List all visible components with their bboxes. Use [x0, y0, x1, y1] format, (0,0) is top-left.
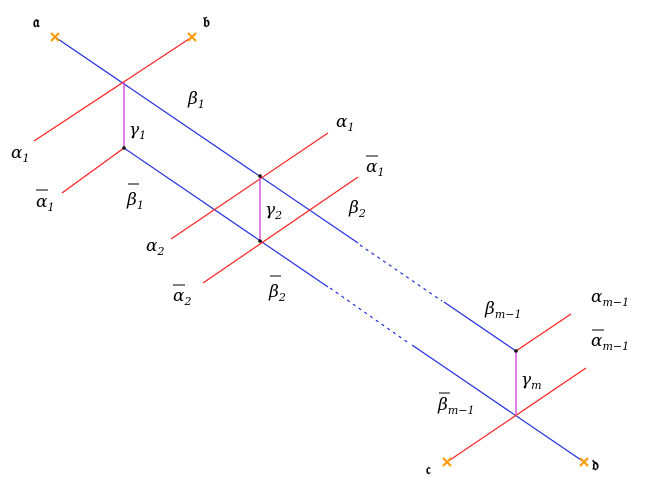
endpoint-d-label: 𝔡: [592, 456, 599, 474]
red-line-alpha-1-left: [33, 36, 193, 142]
label-alpha-m-minus-1: αm−1: [591, 287, 629, 309]
endpoint-c-label: 𝔠: [426, 460, 431, 478]
label-alpha-1-right: α1: [336, 112, 354, 134]
endpoint-b-label: 𝔟: [202, 13, 210, 31]
label-alphabar-2: α2: [173, 286, 191, 308]
upper-blue-line-end: [443, 301, 517, 352]
label-betabar-1: β1: [126, 190, 144, 212]
endpoint-d-marker: [579, 457, 589, 467]
lower-blue-line-end: [411, 344, 585, 463]
node: [514, 349, 518, 353]
label-gamma-2: γ2: [265, 200, 282, 222]
red-line-alphabar-m-minus-1: [446, 367, 587, 463]
label-beta-m-minus-1: βm−1: [484, 299, 521, 321]
label-betabar-2: β2: [268, 282, 286, 304]
label-alphabar-1-right: α1: [366, 157, 384, 179]
node: [122, 146, 126, 150]
upper-blue-line: [54, 36, 359, 244]
label-gamma-m: γm: [521, 370, 542, 392]
red-line-alpha-1-right: [170, 132, 329, 240]
node: [258, 174, 262, 178]
endpoint-a-marker: [50, 32, 60, 42]
endpoint-c-marker: [442, 457, 452, 467]
label-alpha-2: α2: [146, 236, 164, 258]
label-alphabar-m-minus-1: αm−1: [591, 331, 629, 353]
label-alpha-1-left: α1: [11, 143, 29, 165]
label-beta-1: β1: [187, 89, 205, 111]
lower-blue-line: [123, 147, 329, 288]
label-beta-2: β2: [348, 198, 366, 220]
red-line-alphabar-1-left: [61, 147, 125, 194]
endpoint-a-label: 𝔞: [33, 13, 40, 31]
red-line-alphabar-1-right: [202, 176, 359, 284]
lower-blue-dashed-gap: [329, 287, 411, 345]
node: [258, 239, 262, 243]
upper-blue-dashed-gap: [359, 244, 443, 302]
label-alphabar-1-left: α1: [36, 192, 54, 214]
endpoint-b-marker: [187, 32, 197, 42]
label-betabar-m-minus-1: βm−1: [437, 395, 474, 417]
label-gamma-1: γ1: [129, 120, 146, 142]
red-line-alpha-m-minus-1: [515, 313, 572, 352]
